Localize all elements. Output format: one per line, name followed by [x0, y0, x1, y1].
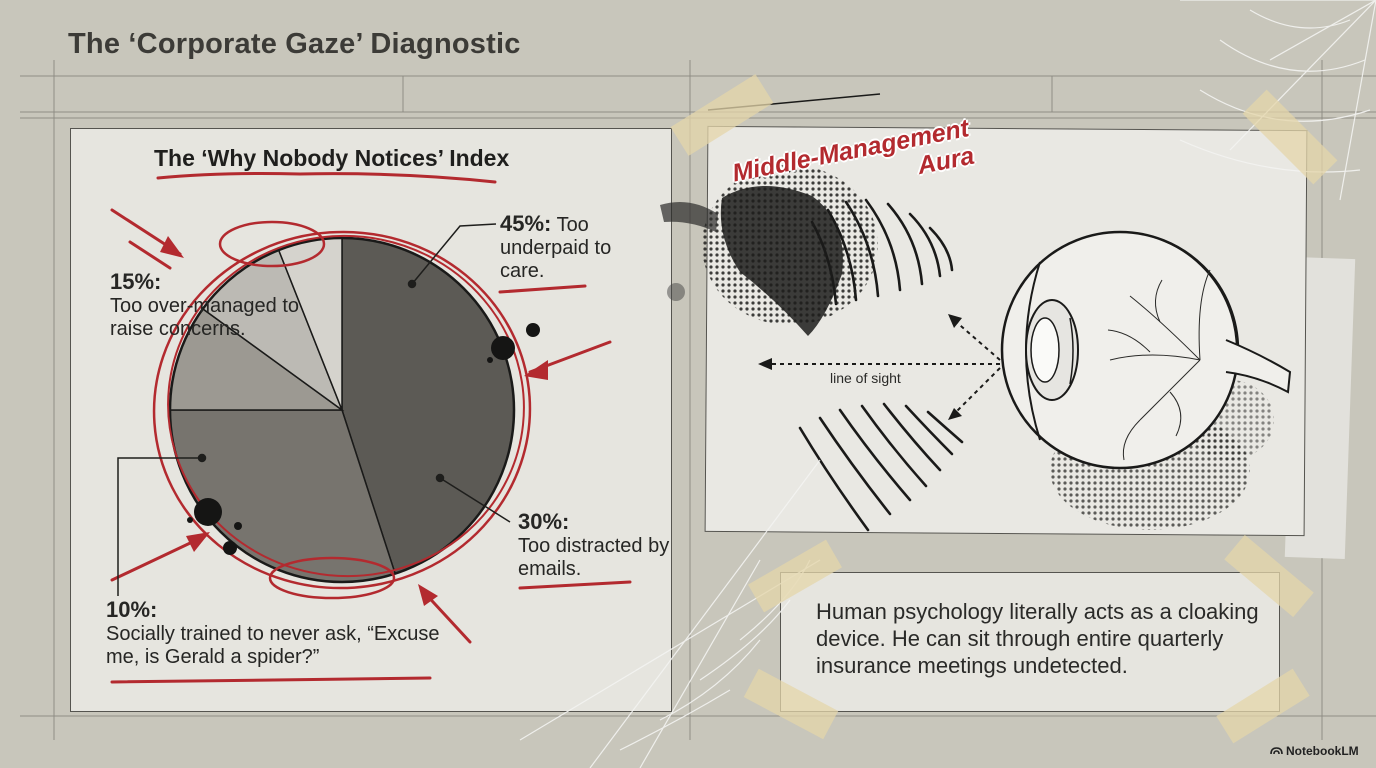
slice-label-10: 10%:Socially trained to never ask, “Excu… [106, 598, 476, 669]
slice-label-45-value: 45%: [500, 211, 552, 236]
slice-label-45: 45%: Too underpaid to care. [500, 212, 640, 283]
brand-text: NotebookLM [1286, 744, 1359, 758]
slice-label-10-text: Socially trained to never ask, “Excuse m… [106, 623, 440, 668]
slice-label-45-text: Too underpaid to care. [500, 214, 612, 282]
chart-title: The ‘Why Nobody Notices’ Index [154, 145, 510, 171]
slice-label-30-text: Too distracted by emails. [518, 535, 670, 580]
slice-label-10-value: 10%: [106, 597, 158, 622]
page-title: The ‘Corporate Gaze’ Diagnostic [68, 28, 521, 60]
slice-label-15: 15%:Too over-managed to raise concerns. [110, 270, 300, 341]
callout-text: Human psychology literally acts as a clo… [816, 599, 1259, 678]
slice-label-30: 30%:Too distracted by emails. [518, 510, 678, 581]
slice-label-30-value: 30%: [518, 509, 570, 534]
slice-label-15-text: Too over-managed to raise concerns. [110, 295, 300, 340]
brand-label: NotebookLM [1270, 744, 1359, 758]
notebooklm-logo-icon [1270, 747, 1283, 755]
slice-label-15-value: 15%: [110, 269, 162, 294]
line-of-sight-label: line of sight [830, 370, 901, 386]
callout-box [780, 572, 1280, 712]
